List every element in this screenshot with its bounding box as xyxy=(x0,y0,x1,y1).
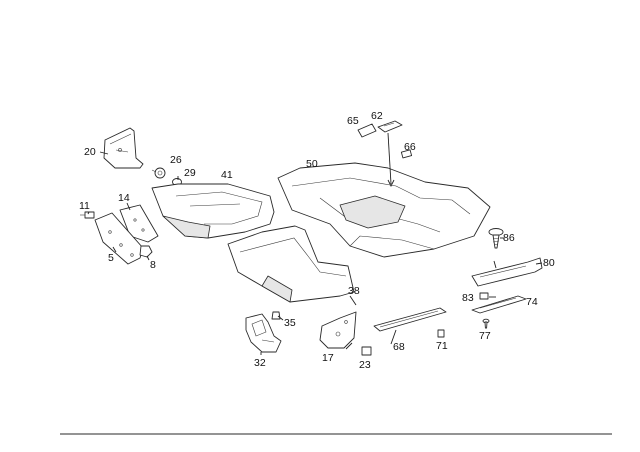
part-50-main-carpet xyxy=(277,162,491,258)
part-35-clip xyxy=(271,311,281,320)
part-8-nut xyxy=(139,245,153,258)
part-number-label: 86 xyxy=(503,232,515,244)
part-number-label: 50 xyxy=(306,158,318,170)
part-26-clip xyxy=(151,167,166,179)
part-number-label: 83 xyxy=(462,292,474,304)
part-number-label: 17 xyxy=(322,352,334,364)
part-number-label: 11 xyxy=(79,200,90,212)
part-5-insulation-plate xyxy=(94,212,144,265)
part-numbers: 20 26 29 41 11 14 5 8 50 65 62 66 86 80 … xyxy=(79,110,555,371)
leader-62 xyxy=(387,132,392,185)
part-20-bracket xyxy=(103,127,144,169)
part-41-floor-panel xyxy=(151,183,275,239)
leader-lines xyxy=(87,151,543,355)
part-66-clip xyxy=(400,149,413,159)
part-number-label: 80 xyxy=(543,257,555,269)
part-number-label: 71 xyxy=(436,340,448,352)
part-number-label: 62 xyxy=(371,110,383,122)
part-number-label: 35 xyxy=(284,317,296,329)
part-65-plate xyxy=(357,123,377,138)
part-number-label: 41 xyxy=(221,169,233,181)
part-38-rear-carpet xyxy=(227,225,355,303)
part-number-label: 14 xyxy=(118,192,130,204)
part-17-bracket xyxy=(319,311,357,349)
part-number-label: 23 xyxy=(359,359,371,371)
part-number-label: 29 xyxy=(184,167,196,179)
part-number-label: 66 xyxy=(404,141,416,153)
leader-62-arrow xyxy=(387,179,395,188)
part-32-bracket xyxy=(245,313,282,353)
part-number-label: 38 xyxy=(348,285,360,297)
part-number-label: 77 xyxy=(479,330,491,342)
part-number-label: 74 xyxy=(526,296,538,308)
part-74-sill-strip xyxy=(471,295,527,314)
part-number-label: 65 xyxy=(347,115,359,127)
part-62-handle xyxy=(377,120,403,133)
part-71-clip xyxy=(437,329,445,338)
part-number-label: 5 xyxy=(108,252,114,264)
part-number-label: 8 xyxy=(150,259,156,271)
part-80-sill-cover xyxy=(471,257,543,287)
part-number-label: 20 xyxy=(84,146,96,158)
part-number-label: 68 xyxy=(393,341,405,353)
part-77-screw xyxy=(482,318,490,329)
part-number-label: 32 xyxy=(254,357,266,369)
part-number-label: 26 xyxy=(170,154,182,166)
part-11-clip xyxy=(80,211,95,219)
part-86-screw xyxy=(488,228,504,249)
part-83-clip xyxy=(479,292,489,300)
part-23-clip xyxy=(361,346,372,356)
part-68-sill-strip xyxy=(373,307,447,332)
